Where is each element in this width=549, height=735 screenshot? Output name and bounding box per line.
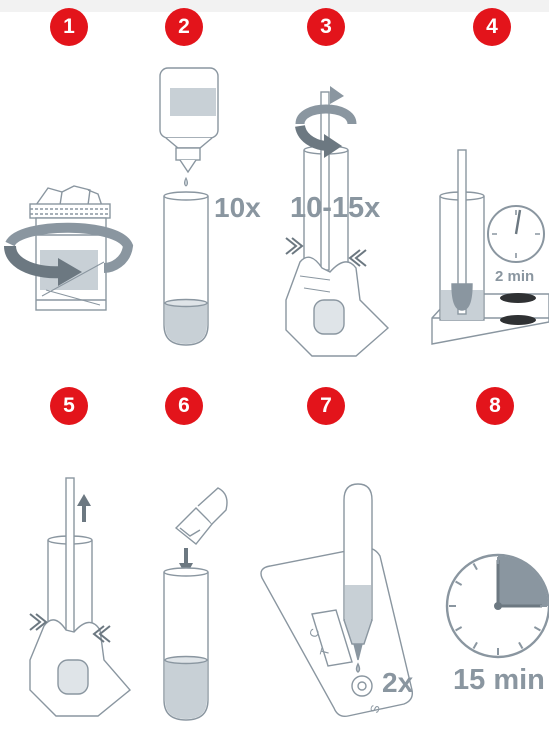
step3-hand (286, 257, 388, 356)
step6-tube (164, 568, 208, 720)
step3-count-label: 10-15x (290, 192, 380, 225)
step6-cap (176, 488, 227, 544)
step4-clock (488, 206, 544, 262)
step7-count-label: 2x (382, 667, 413, 699)
step8-time-label: 15 min (453, 664, 545, 697)
step8-timer (447, 555, 549, 657)
step5-up-arrow (77, 494, 91, 522)
step4-tube (440, 150, 484, 320)
step2-bottle (160, 68, 218, 172)
step5-hand (30, 620, 130, 716)
step2-tube (164, 192, 208, 345)
step4-time-label: 2 min (495, 268, 534, 285)
step2-count-label: 10x (214, 192, 261, 224)
step1-pouch-illustration (30, 186, 110, 310)
step8-timer-wedge (498, 556, 548, 606)
